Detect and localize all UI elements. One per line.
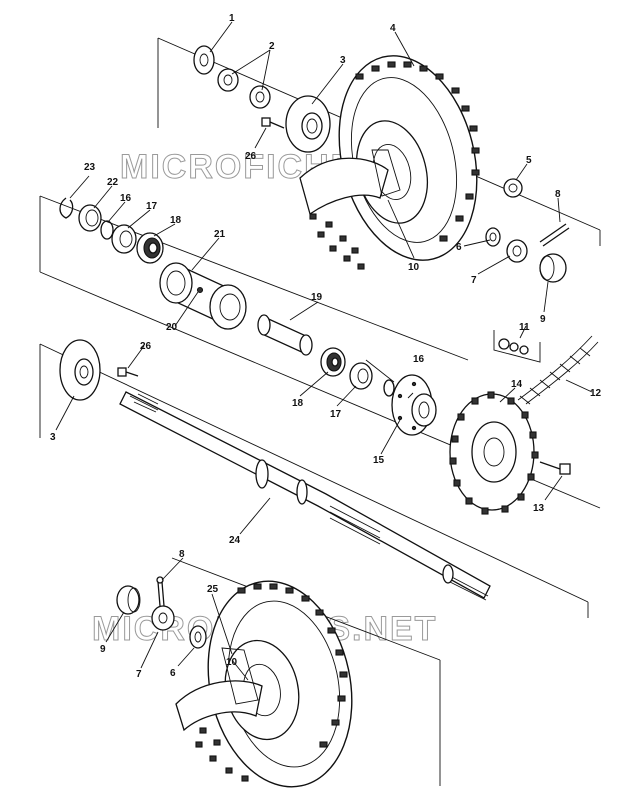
callout-25: 25	[207, 584, 219, 595]
callout-10-lower: 10	[226, 657, 238, 668]
callout-26-lower: 26	[140, 341, 152, 352]
callout-6-lower: 6	[170, 668, 176, 679]
callout-2: 2	[269, 41, 275, 52]
callout-7-lower: 7	[136, 669, 142, 680]
sprocket-hub-15	[391, 374, 437, 436]
snap-ring-23	[59, 197, 74, 219]
spacer-17-lower	[349, 362, 373, 390]
callout-3-upper: 3	[340, 55, 346, 66]
castle-nut-2a	[217, 68, 239, 92]
callout-17-lower: 17	[330, 409, 342, 420]
callout-3-lower: 3	[50, 432, 56, 443]
callout-4: 4	[390, 23, 396, 34]
bearing-18-upper	[136, 232, 164, 264]
tire-25-lower	[175, 580, 353, 788]
washer-6-lower	[189, 625, 207, 649]
spacer-17-upper	[111, 224, 137, 254]
spacer-tube-19	[257, 314, 313, 356]
cotter-pin-8-lower	[156, 576, 165, 607]
bearing-housing-21	[159, 262, 247, 330]
rear-axle-24	[119, 391, 491, 601]
callout-12: 12	[590, 388, 602, 399]
cap-9-lower	[116, 585, 141, 615]
o-ring-16-upper	[100, 220, 114, 240]
callout-19: 19	[311, 292, 323, 303]
axle-hub-3-left	[59, 339, 101, 401]
callout-26-upper: 26	[245, 151, 257, 162]
o-ring-16-lower	[383, 379, 395, 397]
callout-5: 5	[526, 155, 532, 166]
callout-10-upper: 10	[408, 262, 420, 273]
callout-18-upper: 18	[170, 215, 182, 226]
drive-chain-12	[517, 335, 599, 405]
bearing-18-lower	[320, 347, 346, 377]
seal-22	[78, 204, 102, 232]
callout-14: 14	[511, 379, 523, 390]
callout-8-lower: 8	[179, 549, 185, 560]
callout-23: 23	[84, 162, 96, 173]
washer-1	[193, 45, 215, 75]
callout-16-lower: 16	[413, 354, 425, 365]
axle-frame	[39, 343, 589, 618]
castle-nut-2b	[249, 85, 271, 109]
tire-4-upper	[299, 55, 480, 270]
bolt-13	[539, 461, 571, 475]
callout-13: 13	[533, 503, 545, 514]
bolt-26-upper	[261, 117, 285, 129]
callout-7-upper: 7	[471, 275, 477, 286]
wheel-hub-3-upper	[285, 95, 331, 153]
callout-9-lower: 9	[100, 644, 106, 655]
washer-6-upper	[485, 227, 501, 247]
nut-5	[503, 178, 523, 198]
callout-8-upper: 8	[555, 189, 561, 200]
leader-lines	[55, 21, 593, 681]
callout-9-upper: 9	[540, 314, 546, 325]
castle-nut-7-lower	[151, 605, 175, 631]
sprocket-14	[449, 391, 539, 515]
callout-21: 21	[214, 229, 226, 240]
callout-22: 22	[107, 177, 119, 188]
callout-1: 1	[229, 13, 235, 24]
cap-9-upper	[539, 253, 567, 283]
callout-17-upper: 17	[146, 201, 158, 212]
callout-11: 11	[519, 322, 530, 333]
callout-labels: 1 2 3 4 26 5 8 10 6 7 9 11 23 22 16 17 1…	[50, 13, 602, 680]
callout-16-upper: 16	[120, 193, 132, 204]
bolt-26-lower	[117, 367, 139, 377]
callout-24: 24	[229, 535, 241, 546]
callout-15: 15	[373, 455, 385, 466]
castle-nut-7-upper	[506, 239, 528, 263]
callout-6-upper: 6	[456, 242, 462, 253]
callout-18-lower: 18	[292, 398, 304, 409]
callout-20: 20	[166, 322, 178, 333]
cotter-pin-8-upper	[539, 223, 570, 247]
hardware-set-11	[493, 330, 541, 363]
